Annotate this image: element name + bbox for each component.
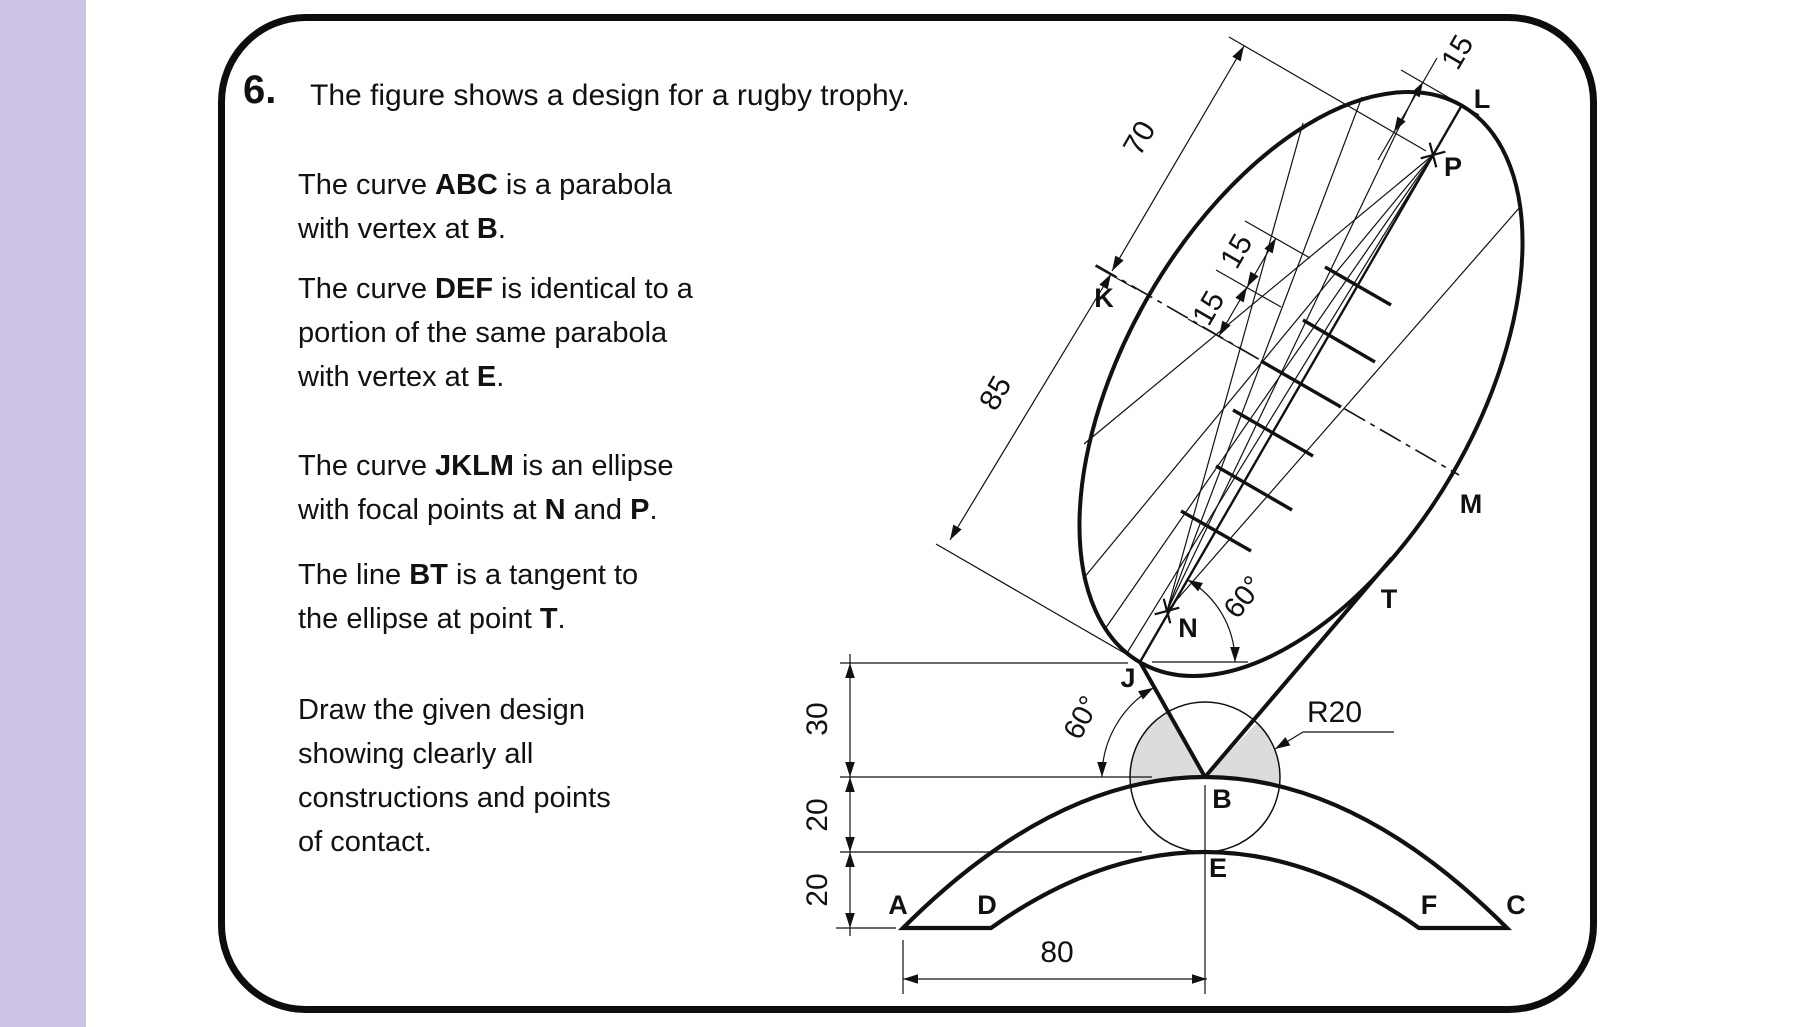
- dim-20-mid: 20: [801, 798, 834, 831]
- instruction-line: with vertex at B.: [298, 213, 506, 245]
- label-J: J: [1120, 663, 1135, 693]
- label-B: B: [1212, 784, 1232, 814]
- dim-85: 85: [973, 371, 1018, 416]
- dim-30: 30: [801, 702, 834, 735]
- instruction-line: Draw the given design: [298, 694, 585, 726]
- label-M: M: [1460, 489, 1483, 519]
- label-N: N: [1178, 613, 1198, 643]
- dim-80: 80: [1040, 936, 1073, 969]
- label-L: L: [1474, 84, 1491, 114]
- label-D: D: [977, 890, 997, 920]
- left-fillet-wedge: [1130, 712, 1205, 786]
- construction-arc-strokes: [1180, 265, 1392, 553]
- focus-mark-P: [1420, 142, 1446, 168]
- base-outline: [897, 774, 1513, 931]
- label-A: A: [888, 890, 908, 920]
- label-F: F: [1421, 890, 1438, 920]
- label-T: T: [1381, 584, 1398, 614]
- dim-15-top: 15: [1435, 30, 1480, 75]
- instruction-paragraph: The curve DEF is identical to a portion o…: [298, 267, 728, 399]
- question-number: 6.: [243, 68, 277, 112]
- focus-mark-N: [1154, 598, 1180, 624]
- instruction-paragraph: Draw the given design showing clearly all…: [298, 688, 728, 864]
- label-P: P: [1444, 152, 1462, 182]
- label-C: C: [1506, 890, 1526, 920]
- construction-rays: [1082, 91, 1521, 654]
- instruction-paragraph: The line BT is a tangent to the ellipse a…: [298, 553, 728, 641]
- question-heading: The figure shows a design for a rugby tr…: [310, 79, 910, 112]
- right-fillet-wedge: [1205, 723, 1280, 786]
- instruction-paragraph: The curve ABC is a parabola with vertex a…: [298, 163, 728, 251]
- instruction-line: The curve ABC is a parabola: [298, 169, 672, 201]
- dim-70: 70: [1117, 116, 1162, 161]
- instruction-line: The curve DEF is identical to a: [298, 273, 693, 305]
- label-E: E: [1209, 853, 1227, 883]
- instruction-line: The curve JKLM is an ellipse: [298, 450, 674, 482]
- line-BJ: [1138, 661, 1207, 778]
- dim-20-low: 20: [801, 873, 834, 906]
- instruction-line: showing clearly all: [298, 738, 534, 770]
- fillet-wedges: [1130, 712, 1280, 786]
- instruction-line: with vertex at E.: [298, 361, 505, 393]
- angle-60-at-N: 60°: [1218, 570, 1270, 624]
- instruction-line: portion of the same parabola: [298, 317, 668, 349]
- question-card-border: [218, 14, 1597, 1013]
- instruction-text-block: The curve ABC is a parabola with vertex a…: [298, 163, 728, 880]
- instruction-line: The line BT is a tangent to: [298, 559, 639, 591]
- instruction-line: constructions and points: [298, 782, 611, 814]
- purple-margin-strip: [0, 0, 86, 1027]
- dim-15-mid-upper: 15: [1214, 229, 1259, 274]
- instruction-paragraph: The curve JKLM is an ellipse with focal p…: [298, 444, 728, 532]
- dimension-lines: [836, 36, 1480, 994]
- dim-R20: R20: [1307, 696, 1362, 729]
- instruction-line: of contact.: [298, 826, 432, 858]
- angle-60-at-B: 60°: [1058, 691, 1107, 745]
- instruction-line: the ellipse at point T.: [298, 603, 566, 635]
- label-K: K: [1094, 283, 1114, 313]
- instruction-line: with focal points at N and P.: [298, 494, 658, 526]
